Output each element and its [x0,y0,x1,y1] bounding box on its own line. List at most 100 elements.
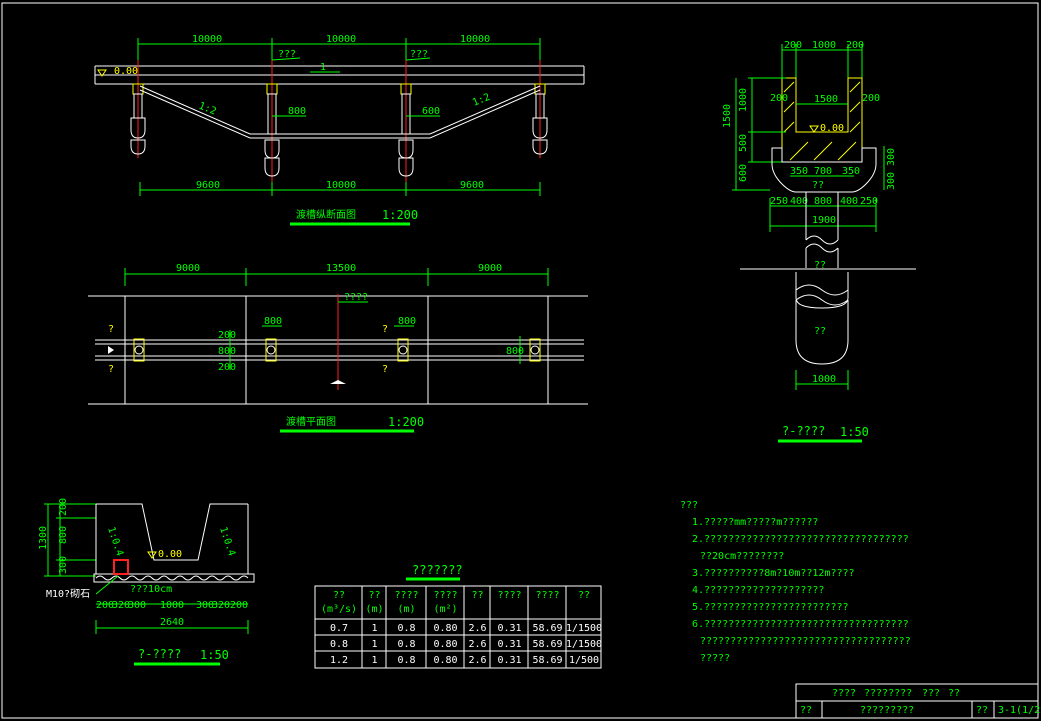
plan-view: 9000 13500 9000 ???? 800 800 [88,263,588,433]
ss-detail-box [113,559,129,575]
xs-dim-left-1: 1000 [738,88,749,112]
plan-scale: 1:200 [388,415,424,429]
ss-scale: 1:50 [200,648,229,662]
note-line-9: ????? [700,653,730,664]
ss-dim-bottom-5: 300 [196,600,214,611]
xs-dim-inner-3: 200 [862,93,880,104]
tb-part: ?? [948,688,960,699]
xs-dim-left-2: 500 [738,134,749,152]
plan-flow-arrow-icon [108,346,114,354]
table-header-7-line-0: ?? [578,590,590,601]
note-line-1: 1.?????mm?????m?????? [692,517,818,528]
plan-arrow-icon [330,380,346,384]
plan-dim-top-1: 9000 [176,263,200,274]
pier-cap [771,147,877,193]
ss-dim-total: 2640 [160,617,184,628]
ss-title: ?-???? [138,647,181,661]
notes-block: ??? 1.?????mm?????m?????? 2.?????????????… [680,500,911,664]
tb-drawing-name: ????????? [860,705,914,716]
note-line-7: 6.?????????????????????????????????? [692,619,909,630]
ss-material-label: M10?砌石 [46,588,90,600]
table-header-1-line-0: ?? [368,590,380,601]
xs-dim-base2-2: 400 [790,196,808,207]
tb-sheet-number: 3-1(1/2) [998,705,1041,716]
xs-dim-right-2: 300 [886,172,897,190]
xs-dim-top-2: 1000 [812,40,836,51]
ss-dim-left-1: 200 [58,498,69,516]
ss-level-mark: 0.00 [158,549,182,560]
table-cell-r2-c7: 1/500 [569,655,599,666]
ss-dim-left-4: 300 [58,556,69,574]
table-header-2-line-0: ???? [394,590,418,601]
plan-cut-mark-3: ? [382,324,388,335]
tb-project: ???? [832,688,856,699]
xs-dim-base2-3: 800 [814,196,832,207]
table-cell-r2-c6: 58.69 [532,655,562,666]
plan-pier-dim-1: 800 [264,316,282,327]
table-cell-r1-c7: 1/1500 [566,639,602,650]
table-cell-r0-c3: 0.80 [433,623,457,634]
xs-dim-base1-1: 350 [790,166,808,177]
notes-heading: ??? [680,500,698,511]
elev-title: 渡槽纵断面图 [296,208,356,221]
plan-end-dim: 800 [506,346,524,357]
table-cell-r1-c0: 0.8 [330,639,348,650]
xs-dim-left-3: 1500 [722,104,733,128]
table-cell-r2-c5: 0.31 [497,655,521,666]
xs-dim-base1-2: 700 [814,166,832,177]
elev-pier-label-2: ??? [410,49,428,60]
table-cell-r1-c4: 2.6 [468,639,486,650]
notes-lines: 1.?????mm?????m?????? 2.?????????????????… [692,517,911,664]
elevation-view: 10000 10000 10000 ??? ??? 0.00 1 [94,34,585,226]
elev-dim-bottom-2: 10000 [326,180,356,191]
plan-title: 渡槽平面图 [286,415,336,428]
ss-dim-bottom-4: 1000 [160,600,184,611]
xs-dim-inner-2: 1500 [814,94,838,105]
plan-pier-dim-2: 800 [398,316,416,327]
elev-pier-width-1: 800 [288,106,306,117]
plan-cut-mark-4: ? [382,364,388,375]
table-header-3-line-1: (m²) [433,604,457,615]
plan-dim-top-2: 13500 [326,263,356,274]
ss-dim-left-3: 1300 [38,526,49,550]
plan-dim-top-3: 9000 [478,263,502,274]
ss-dim-bottom-6: 320 [212,600,230,611]
ss-bedding-label: ???10cm [130,584,172,595]
tb-label: ?? [800,705,812,716]
ss-dim-bottom-7: 200 [230,600,248,611]
elev-scale: 1:200 [382,208,418,222]
xs-dim-base1-3: 350 [842,166,860,177]
elev-pier-label-1: ??? [278,49,296,60]
elev-level-mark: 0.00 [114,66,138,77]
ss-dim-bottom-1: 200 [96,600,114,611]
table-header-6-line-0: ???? [535,590,559,601]
plan-side-dim-1: 200 [218,330,236,341]
xs-dim-pile: 1000 [812,374,836,385]
table-body: ??(m³/s)??(m)????(m)????(m²)????????????… [321,590,602,666]
xs-scale: 1:50 [840,425,869,439]
elev-dim-bottom-1: 9600 [196,180,220,191]
note-line-6: 5.???????????????????????? [692,602,849,613]
table-header-3-line-0: ???? [433,590,457,601]
xs-dim-cap: 1900 [812,215,836,226]
table-cell-r2-c0: 1.2 [330,655,348,666]
table-cell-r1-c5: 0.31 [497,639,521,650]
ss-dim-bottom-2: 320 [112,600,130,611]
elev-dim-top-2: 10000 [326,34,356,45]
tb-no-label: ?? [976,705,988,716]
table-header-4-line-0: ?? [471,590,483,601]
table-cell-r2-c4: 2.6 [468,655,486,666]
table-cell-r0-c2: 0.8 [397,623,415,634]
xs-dim-right-1: 300 [886,148,897,166]
table-header-0-line-1: (m³/s) [321,604,357,615]
table-cell-r0-c0: 0.7 [330,623,348,634]
plan-cut-mark-2: ? [108,364,114,375]
tb-drawing: ???????? [864,688,912,699]
plan-section-label: ???? [344,292,368,303]
table-cell-r2-c1: 1 [371,655,377,666]
xs-dim-base2-1: 250 [770,196,788,207]
ss-dim-bottom-3: 300 [128,600,146,611]
xs-level-mark: 0.00 [820,123,844,134]
note-line-2: 2.?????????????????????????????????? [692,534,909,545]
tb-stage: ??? [922,688,940,699]
